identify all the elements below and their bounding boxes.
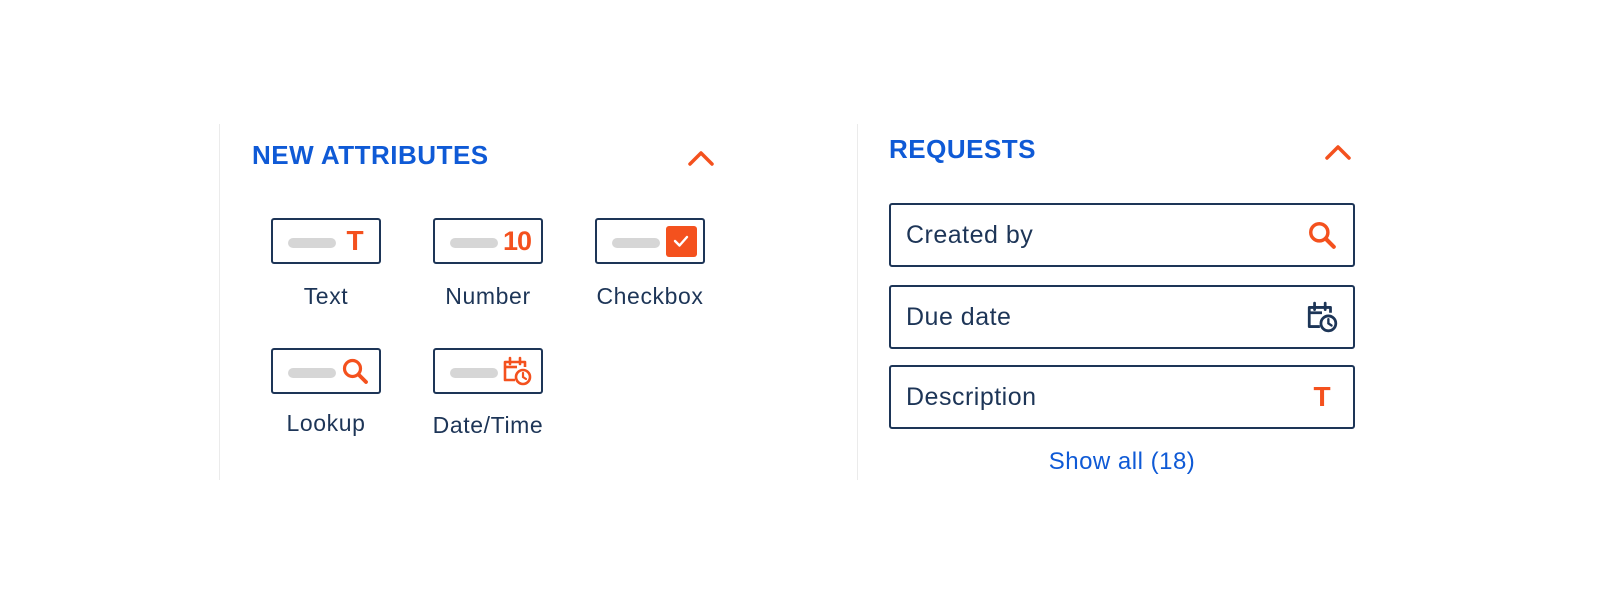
placeholder-bar <box>450 368 498 378</box>
placeholder-bar <box>288 368 336 378</box>
search-icon <box>1305 218 1339 252</box>
checkbox-icon <box>665 225 697 257</box>
text-field-preview: T <box>271 218 381 264</box>
due-date-field[interactable]: Due date <box>889 285 1355 349</box>
text-icon: T <box>1313 381 1331 412</box>
attribute-label-number: Number <box>445 283 531 309</box>
new-attributes-panel: NEW ATTRIBUTES T Text 10 Number <box>219 124 739 480</box>
attribute-label-text: Text <box>303 283 349 309</box>
attribute-tile-datetime[interactable]: Date/Time <box>423 348 553 439</box>
attribute-tile-checkbox[interactable]: Checkbox <box>585 218 715 310</box>
field-label-due-date: Due date <box>906 302 1012 331</box>
placeholder-bar <box>288 238 336 248</box>
attribute-tile-text[interactable]: T Text <box>261 218 391 310</box>
description-field[interactable]: Description T <box>889 365 1355 429</box>
attribute-tile-number[interactable]: 10 Number <box>423 218 553 310</box>
new-attributes-title: NEW ATTRIBUTES <box>252 140 489 170</box>
number-icon: 10 <box>502 225 532 256</box>
attribute-label-datetime: Date/Time <box>432 412 544 438</box>
requests-panel: REQUESTS Created by Due date Descriptio <box>857 124 1377 480</box>
field-label-description: Description <box>906 382 1037 411</box>
field-label-created-by: Created by <box>906 220 1034 249</box>
attribute-label-checkbox: Checkbox <box>596 283 704 309</box>
attribute-tile-lookup[interactable]: Lookup <box>261 348 391 437</box>
collapse-chevron-up-icon[interactable] <box>687 149 715 167</box>
collapse-chevron-up-icon[interactable] <box>1324 143 1352 161</box>
text-icon: T <box>346 225 364 256</box>
attribute-label-lookup: Lookup <box>286 410 366 436</box>
placeholder-bar <box>450 238 498 248</box>
created-by-field[interactable]: Created by <box>889 203 1355 267</box>
calendar-clock-icon <box>1305 300 1339 334</box>
search-icon <box>339 355 371 387</box>
calendar-clock-icon <box>501 355 533 387</box>
datetime-field-preview <box>433 348 543 394</box>
requests-title: REQUESTS <box>889 134 1037 164</box>
lookup-field-preview <box>271 348 381 394</box>
number-field-preview: 10 <box>433 218 543 264</box>
show-all-link[interactable]: Show all (18) <box>1048 448 1196 475</box>
placeholder-bar <box>612 238 660 248</box>
checkbox-field-preview <box>595 218 705 264</box>
